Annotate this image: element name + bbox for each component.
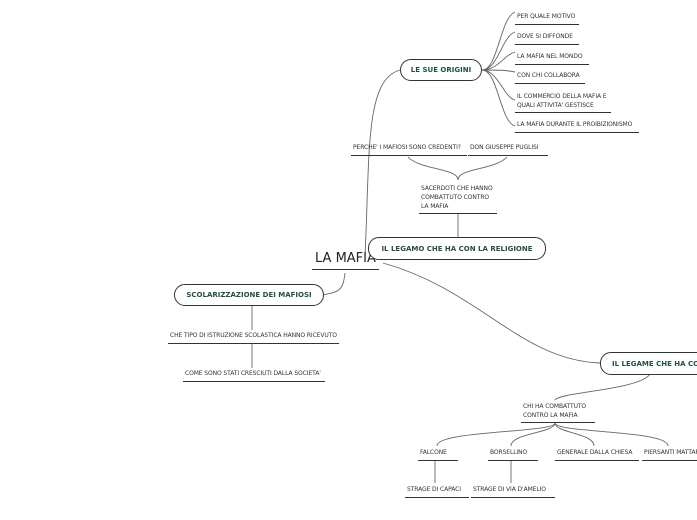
node-commercio-mafia[interactable]: IL COMMERCIO DELLA MAFIA E QUALI ATTIVIT… [515, 92, 611, 113]
node-scolarizzazione[interactable]: SCOLARIZZAZIONE DEI MAFIOSI [174, 284, 324, 306]
node-generale-dalla-chiesa[interactable]: GENERALE DALLA CHIESA [555, 448, 639, 461]
node-falcone[interactable]: FALCONE [418, 448, 458, 461]
node-dove-si-diffonde[interactable]: DOVE SI DIFFONDE [515, 32, 579, 45]
connector-central-scolarizzazione [321, 272, 346, 296]
central-topic[interactable]: LA MAFIA [312, 251, 379, 270]
node-con-chi-collabora[interactable]: CON CHI COLLABORA [515, 71, 585, 84]
node-don-giuseppe-puglisi[interactable]: DON GIUSEPPE PUGLISI [468, 143, 548, 156]
node-perche-mafiosi-credenti[interactable]: PERCHE' I MAFIOSI SONO CREDENTI? [351, 143, 467, 156]
node-strage-di-capaci[interactable]: STRAGE DI CAPACI [405, 485, 469, 498]
node-legame-religione[interactable]: IL LEGAMO CHE HA CON LA RELIGIONE [368, 237, 546, 260]
node-borsellino[interactable]: BORSELLINO [488, 448, 538, 461]
node-le-sue-origini[interactable]: LE SUE ORIGINI [400, 59, 482, 81]
connector-central-origini [364, 69, 401, 258]
node-strage-via-damelio[interactable]: STRAGE DI VIA D'AMELIO [471, 485, 555, 498]
node-chi-ha-combattuto[interactable]: CHI HA COMBATTUTO CONTRO LA MAFIA [521, 402, 595, 423]
node-istruzione-scolastica[interactable]: CHE TIPO DI ISTRUZIONE SCOLASTICA HANNO … [168, 331, 339, 344]
node-per-quale-motivo[interactable]: PER QUALE MOTIVO [515, 12, 579, 25]
node-legame-combattenti[interactable]: IL LEGAME CHE HA CO [600, 352, 697, 375]
node-mafia-proibizionismo[interactable]: LA MAFIA DURANTE IL PROIBIZIONISMO [515, 120, 639, 133]
node-sacerdoti[interactable]: SACERDOTI CHE HANNO COMBATTUTO CONTRO LA… [419, 184, 497, 214]
connector-central-legame [382, 262, 601, 364]
node-la-mafia-nel-mondo[interactable]: LA MAFIA NEL MONDO [515, 52, 589, 65]
node-cresciuti-societa[interactable]: COME SONO STATI CRESCIUTI DALLA SOCIETA' [183, 369, 325, 382]
node-piersanti-mattarella[interactable]: PIERSANTI MATTAR [642, 448, 697, 461]
